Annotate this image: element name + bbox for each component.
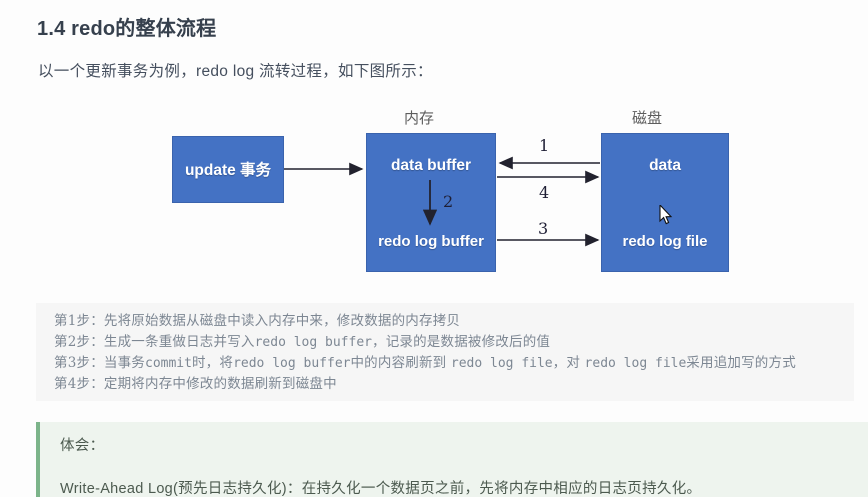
mouse-cursor-icon	[659, 205, 673, 225]
steps-description-block: 第1步：先将原始数据从磁盘中读入内存中来，修改数据的内存拷贝 第2步：生成一条重…	[36, 303, 854, 401]
note-body: Write-Ahead Log(预先日志持久化)：在持久化一个数据页之前，先将内…	[60, 481, 702, 497]
step-3-text-b: 时，将	[191, 355, 234, 371]
step-3-code-redo-log-buffer: redo log buffer	[233, 356, 351, 371]
page-title: 1.4 redo的整体流程	[37, 18, 217, 40]
step-3-text-e: 采用追加写的方式	[686, 355, 796, 371]
step-3-text-a: 第3步：当事务	[54, 355, 145, 371]
diagram-label-redo-log-buffer: redo log buffer	[378, 233, 484, 250]
diagram-box-disk	[601, 133, 729, 272]
step-line-3: 第3步：当事务commit时，将redo log buffer中的内容刷新到 r…	[54, 353, 854, 374]
step-2-text-a: 第2步：生成一条重做日志并写入	[54, 334, 255, 350]
redo-flow-diagram: 内存 磁盘 update 事务 data buffer redo log buf…	[0, 100, 868, 290]
diagram-box-memory	[366, 133, 496, 272]
diagram-label-update-transaction: update 事务	[184, 162, 272, 179]
step-4-text: 第4步：定期将内存中修改的数据刷新到磁盘中	[54, 376, 337, 392]
diagram-arrow-number-1: 1	[539, 136, 550, 155]
diagram-arrow-number-3: 3	[538, 219, 549, 238]
step-2-text-b: ，记录的是数据被修改后的值	[372, 334, 551, 350]
step-3-code-commit: commit	[145, 356, 192, 371]
diagram-box-update-transaction	[172, 136, 284, 203]
step-3-text-c: 中的内容刷新到	[350, 355, 451, 371]
note-title: 体会：	[60, 438, 105, 454]
diagram-region-label-memory: 内存	[404, 109, 435, 127]
step-1-text: 第1步：先将原始数据从磁盘中读入内存中来，修改数据的内存拷贝	[54, 313, 461, 329]
step-3-code-redo-log-file-1: redo log file	[450, 356, 553, 371]
step-line-4: 第4步：定期将内存中修改的数据刷新到磁盘中	[54, 374, 854, 395]
diagram-arrow-number-4: 4	[539, 183, 550, 202]
step-line-2: 第2步：生成一条重做日志并写入redo log buffer，记录的是数据被修改…	[54, 332, 854, 353]
diagram-label-data: data	[649, 157, 681, 174]
step-3-text-d: ，对	[552, 355, 585, 371]
diagram-label-data-buffer: data buffer	[390, 157, 472, 174]
diagram-label-redo-log-file: redo log file	[622, 233, 708, 250]
diagram-arrow-number-2: 2	[443, 192, 454, 211]
diagram-region-label-disk: 磁盘	[632, 109, 663, 127]
note-callout-block: 体会： Write-Ahead Log(预先日志持久化)：在持久化一个数据页之前…	[36, 422, 868, 497]
intro-paragraph: 以一个更新事务为例，redo log 流转过程，如下图所示：	[38, 63, 433, 80]
step-2-code: redo log buffer	[254, 335, 372, 350]
step-line-1: 第1步：先将原始数据从磁盘中读入内存中来，修改数据的内存拷贝	[54, 311, 854, 332]
step-3-code-redo-log-file-2: redo log file	[584, 356, 687, 371]
